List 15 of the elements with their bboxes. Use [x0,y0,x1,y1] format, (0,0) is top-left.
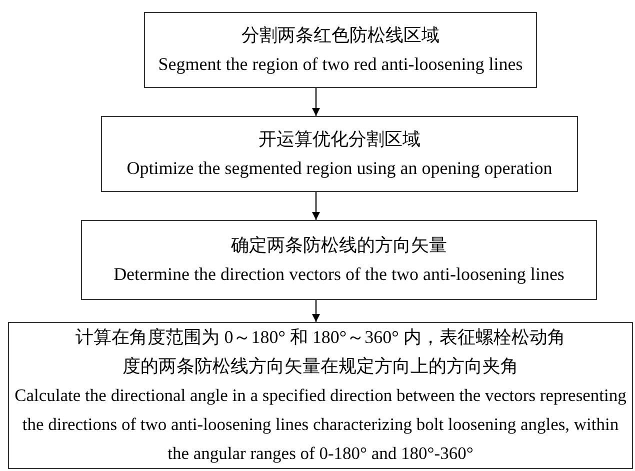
chinese-text: 确定两条防松线的方向矢量 [231,234,447,257]
english-text: Optimize the segmented region using an opening operation [126,157,552,180]
arrow [312,88,320,116]
arrow [312,300,320,322]
english-text: Calculate the directional angle in a specified direction between the vectors representing the directions of two anti-loosening lines characterizing bolt loosening angles, within the angular ranges of 0-180° and 180°-360° [14,384,628,465]
chinese-text: 计算在角度范围为 0～180° 和 180°～360° 内，表征螺栓松动角度的两条防松线方向矢量在规定方向上的方向夹角 [74,326,566,378]
english-text: Segment the region of two red anti-loosening lines [158,53,523,76]
arrow [312,192,320,220]
process-box [8,322,633,469]
process-box [101,116,578,192]
process-box [81,220,597,300]
process-box [144,12,537,88]
chinese-text: 分割两条红色防松线区域 [242,24,440,47]
chinese-text: 开运算优化分割区域 [258,128,420,151]
english-text: Determine the direction vectors of the two anti-loosening lines [114,263,564,286]
